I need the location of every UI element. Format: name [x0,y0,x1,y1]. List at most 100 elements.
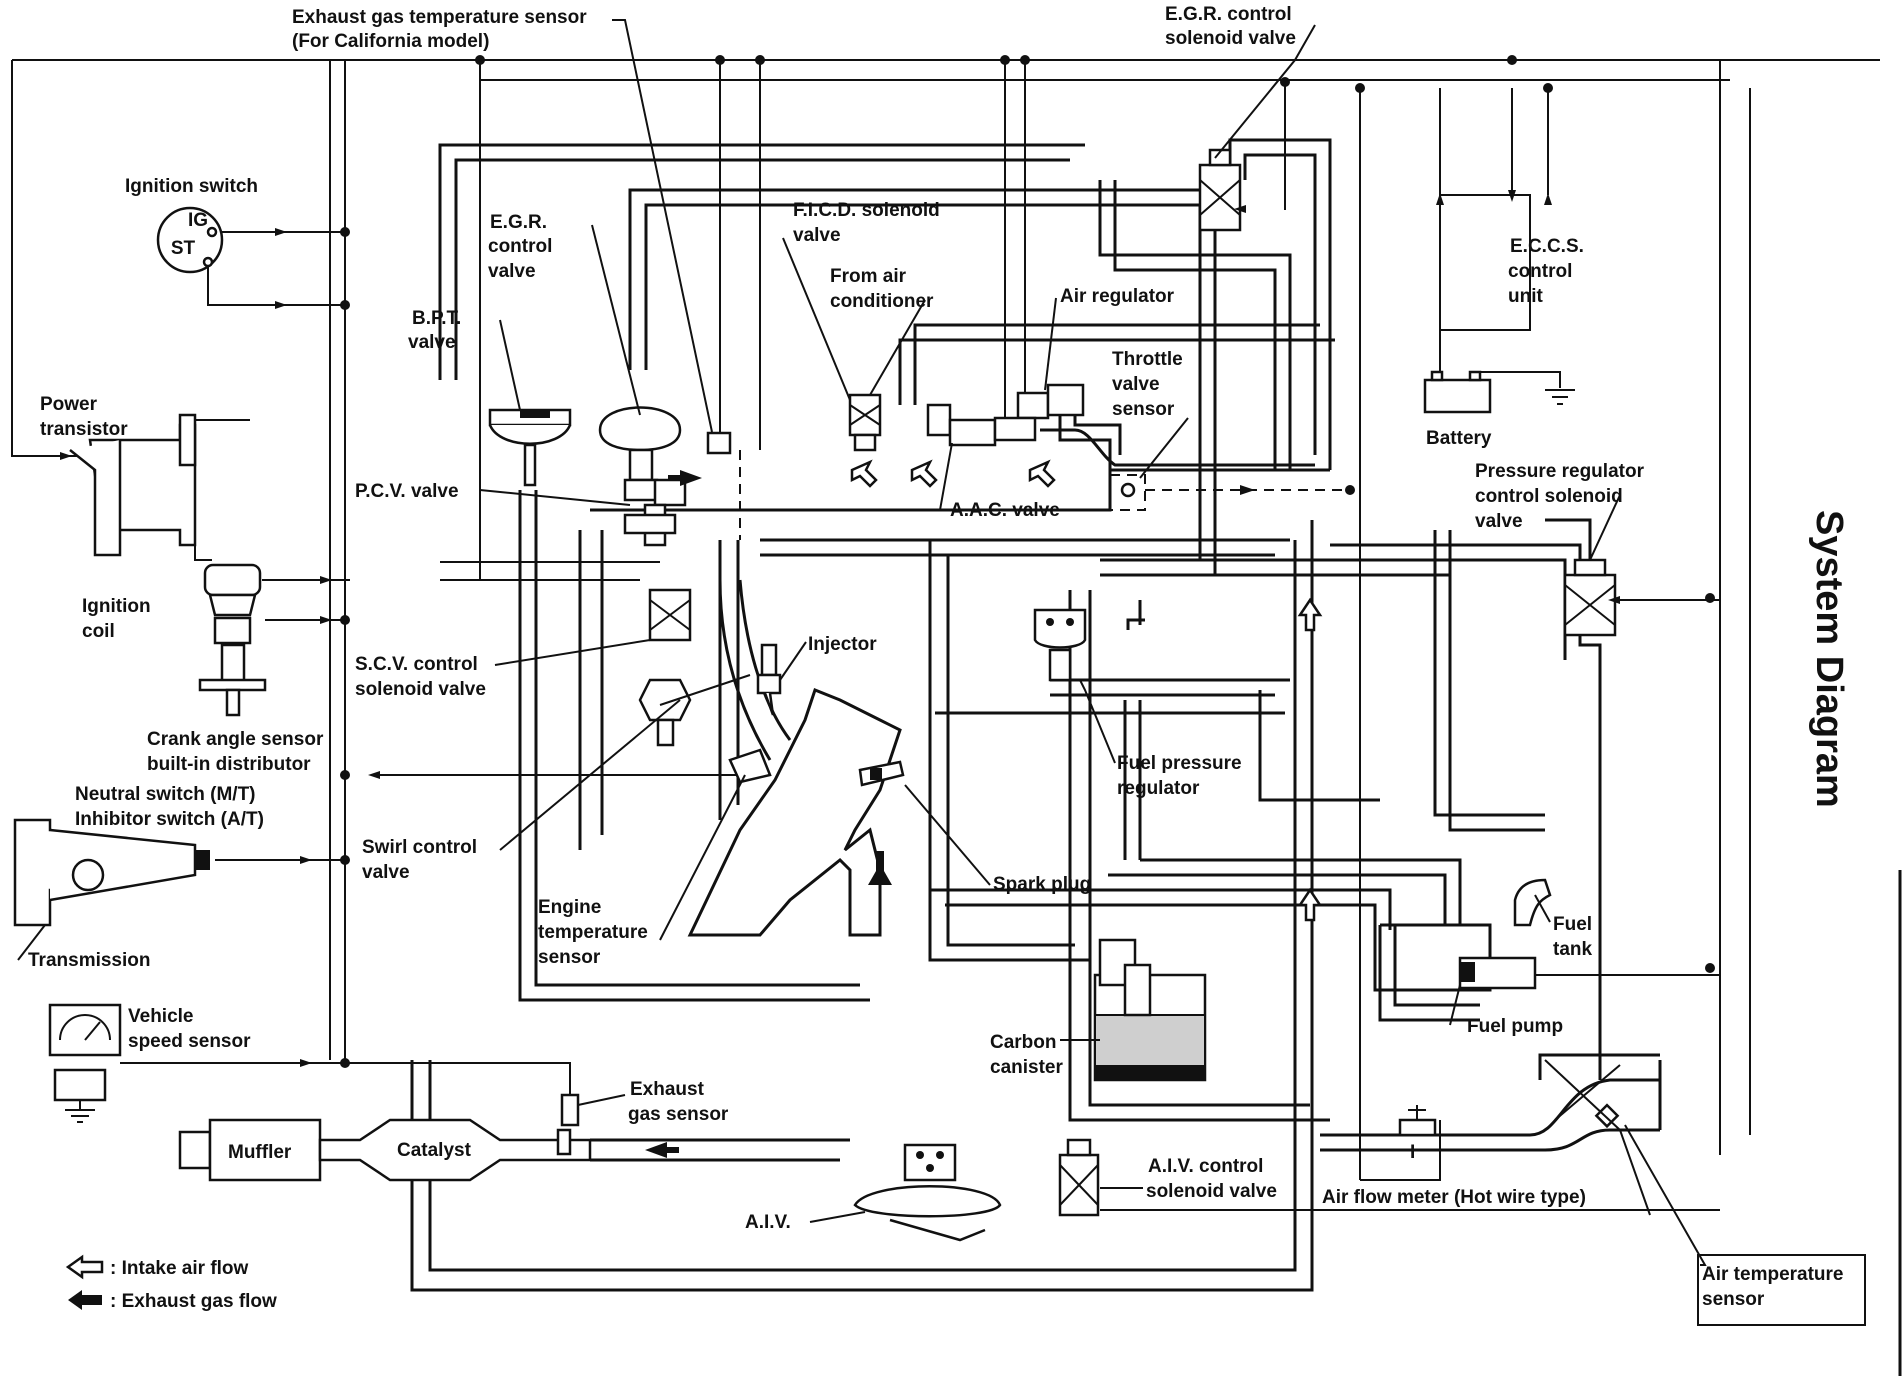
exhaust-flow-arrows [645,470,892,1158]
legend-exhaust-label: : Exhaust gas flow [110,1291,277,1312]
fuel-pump [1458,956,1537,990]
egr-valve-label-3: valve [488,261,536,282]
afm-symbol: I [1410,1142,1415,1163]
pressure-regulator-control-solenoid [1563,558,1617,637]
air-temp-label-2: sensor [1702,1289,1765,1310]
bpt-label: B.P.T. [412,308,461,329]
pr-label-3: valve [1475,511,1523,532]
carbon-canister [1093,938,1207,1082]
component-labels: Exhaust gas temperature sensor (For Cali… [28,4,1844,1310]
throttle-label: Throttle [1112,349,1183,370]
transmission-label: Transmission [28,950,151,971]
bpt-valve [488,408,572,487]
aiv [853,1143,1002,1242]
ig-label: IG [188,210,208,231]
intake-manifold-runner [687,688,902,937]
swirl-control-valve [638,678,692,747]
pcv-label: P.C.V. valve [355,481,459,502]
pr-label-2: control solenoid [1475,486,1623,507]
ets-label-3: sensor [538,947,601,968]
crank-label-2: built-in distributor [147,754,311,775]
spark-plug [858,760,905,787]
power-transistor-label: Power [40,394,98,415]
fuel-pump-label: Fuel pump [1467,1016,1563,1037]
injector-label: Injector [808,634,877,655]
coil-label-2: coil [82,621,115,642]
ets-label-2: temperature [538,922,648,943]
ficd-label-2: valve [793,225,841,246]
swirl-label: Swirl control [362,837,477,858]
wire-junctions [340,55,1715,1068]
pcv-valve [623,513,677,535]
st-label: ST [171,238,196,259]
crank-label: Crank angle sensor [147,729,324,750]
afm-label: Air flow meter (Hot wire type) [1322,1187,1586,1208]
canister-label-2: canister [990,1057,1063,1078]
ficd-label: F.I.C.D. solenoid [793,200,940,221]
exhaust-gas-temp-sensor-label-2: (For California model) [292,31,489,52]
bpt-label-2: valve [408,332,456,353]
exhaust-gas-temp-sensor-connector [706,431,732,455]
vehicle-speed-sensor [48,1003,122,1123]
swirl-label-2: valve [362,862,410,883]
intake-air-flow-symbol [65,1254,104,1280]
fuel-tank-label: Fuel [1553,914,1592,935]
battery-label: Battery [1426,428,1492,449]
egr-valve-label: E.G.R. [490,212,547,233]
exhaust-gas-temp-sensor-label: Exhaust gas temperature sensor [292,7,587,28]
ets-label: Engine [538,897,601,918]
catalyst-label: Catalyst [397,1140,472,1161]
spark-label: Spark plug [993,874,1091,895]
power-transistor-label-2: transistor [40,419,128,440]
exhaust-gas-flow-symbol [68,1290,102,1310]
vss-label: Vehicle [128,1006,194,1027]
from-ac-label: From air [830,266,907,287]
throttle-label-3: sensor [1112,399,1175,420]
aiv-solenoid-label: A.I.V. control [1148,1156,1263,1177]
egr-valve-label-2: control [488,236,552,257]
battery [1423,370,1575,414]
coil-label: Ignition [82,596,151,617]
egs-label: Exhaust [630,1079,705,1100]
power-transistor [69,413,197,557]
aiv-label: A.I.V. [745,1212,791,1233]
scv-control-solenoid-valve [648,588,692,642]
transmission [13,818,210,927]
vss-label-2: speed sensor [128,1031,251,1052]
scv-label: S.C.V. control [355,654,478,675]
fpr-label: Fuel pressure [1117,753,1242,774]
legend-intake-label: : Intake air flow [110,1258,249,1279]
ignition-switch: IG ST [156,206,224,274]
exhaust-system [178,1118,850,1182]
wire-arrows [60,190,1620,1067]
fuel-tank-label-2: tank [1553,939,1593,960]
scv-label-2: solenoid valve [355,679,486,700]
ficd-solenoid-valve [848,393,882,452]
egr-solenoid-label-2: solenoid valve [1165,28,1296,49]
neutral-label: Neutral switch (M/T) [75,784,256,805]
air-flow-meter [1398,1059,1621,1137]
neutral-label-2: Inhibitor switch (A/T) [75,809,264,830]
aac-valve [926,403,997,447]
egr-control-solenoid-valve [1198,148,1242,232]
exhaust-gas-sensor [560,1093,580,1127]
from-ac-label-2: conditioner [830,291,934,312]
aiv-solenoid-label-2: solenoid valve [1146,1181,1277,1202]
injector [756,643,782,716]
ignition-coil [198,563,267,717]
intake-flow-arrows [850,459,1323,922]
aiv-control-solenoid-valve [1058,1138,1100,1217]
ignition-switch-label: Ignition switch [125,176,258,197]
muffler-label: Muffler [228,1142,292,1163]
throttle-label-2: valve [1112,374,1160,395]
egs-label-2: gas sensor [628,1104,729,1125]
eccs-label: E.C.C.S. [1510,236,1584,257]
air-regulator-label: Air regulator [1060,286,1175,307]
leader-lines [17,19,1707,1266]
canister-label: Carbon [990,1032,1057,1053]
cylinder-head [738,579,792,741]
eccs-label-2: control [1508,261,1572,282]
throttle-chamber [1040,428,1315,511]
aac-label: A.A.C. valve [950,500,1060,521]
fpr-label-2: regulator [1117,778,1200,799]
